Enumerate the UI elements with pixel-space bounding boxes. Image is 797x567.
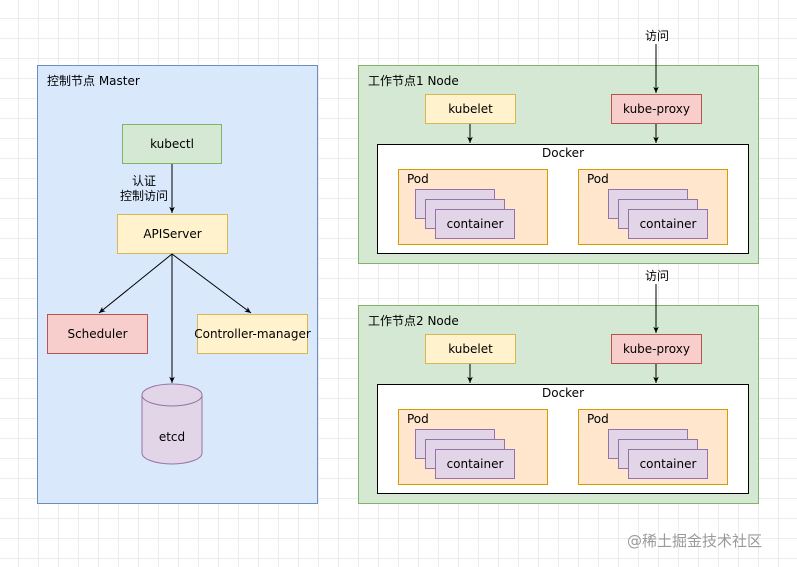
worker-2-title: 工作节点2 Node bbox=[368, 314, 459, 328]
worker-1-pod-2-container: container bbox=[628, 209, 708, 239]
etcd-label: etcd bbox=[158, 430, 186, 444]
worker-2-pod-2-container: container bbox=[628, 449, 708, 479]
worker-1-pod-1-container: container bbox=[435, 209, 515, 239]
worker-1-pod-2-label: Pod bbox=[587, 172, 609, 186]
worker-2-access-label: 访问 bbox=[645, 269, 670, 283]
worker-2-kube-proxy-box: kube-proxy bbox=[611, 334, 702, 364]
worker-1-kubelet-box: kubelet bbox=[425, 94, 516, 124]
controller-manager-box: Controller-manager bbox=[194, 314, 311, 354]
worker-1-kube-proxy-box: kube-proxy bbox=[611, 94, 702, 124]
apiserver-box: APIServer bbox=[117, 214, 228, 254]
worker-1-title: 工作节点1 Node bbox=[368, 74, 459, 88]
arrow-apiserver-to-scheduler bbox=[98, 253, 173, 314]
arrow-apiserver-to-controller-manager bbox=[171, 253, 252, 314]
worker-1-pod-1-label: Pod bbox=[407, 172, 429, 186]
worker-2-pod-1-container: container bbox=[435, 449, 515, 479]
kubectl-box: kubectl bbox=[122, 124, 222, 164]
auth-label-line2: 控制访问 bbox=[119, 189, 168, 203]
auth-label: 认证 控制访问 bbox=[114, 174, 174, 204]
worker-2-pod-1-label: Pod bbox=[407, 412, 429, 426]
worker-2-pod-2-label: Pod bbox=[587, 412, 609, 426]
worker-1-access-label: 访问 bbox=[645, 29, 670, 43]
etcd-cylinder bbox=[141, 383, 203, 465]
watermark: @稀土掘金技术社区 bbox=[627, 532, 763, 550]
worker-1-docker-label: Docker bbox=[541, 146, 585, 160]
master-title: 控制节点 Master bbox=[47, 74, 140, 88]
worker-2-kubelet-box: kubelet bbox=[425, 334, 516, 364]
auth-label-line1: 认证 bbox=[131, 174, 156, 188]
worker-2-docker-label: Docker bbox=[541, 386, 585, 400]
scheduler-box: Scheduler bbox=[47, 314, 148, 354]
